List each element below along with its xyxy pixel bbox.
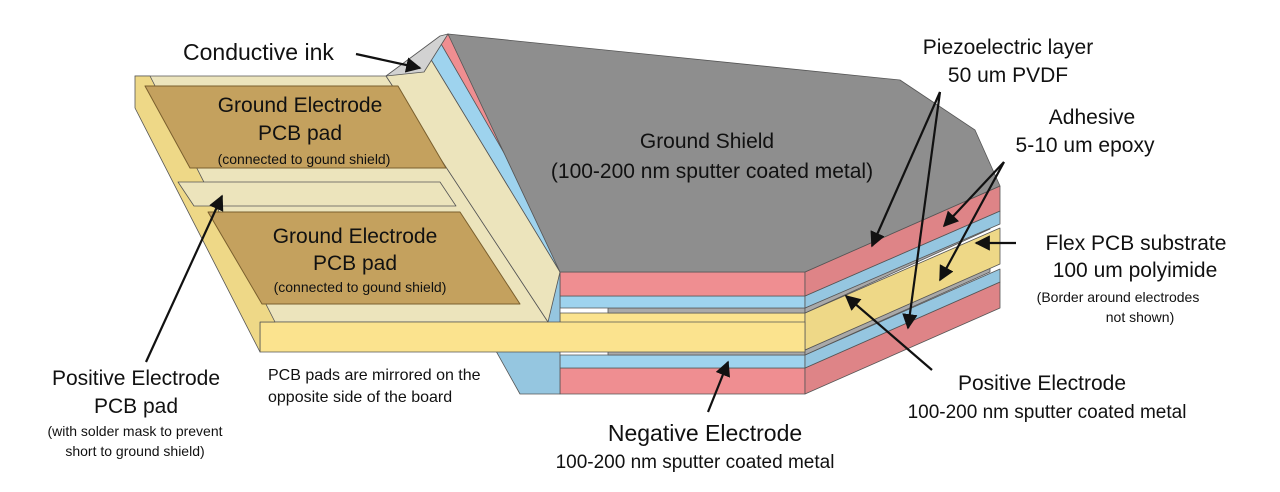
label-negative-electrode: Negative Electrode 100-200 nm sputter co… [556, 420, 835, 473]
label-mirror-note: PCB pads are mirrored on the opposite si… [268, 367, 481, 406]
label-positive-electrode-right: Positive Electrode 100-200 nm sputter co… [908, 372, 1187, 423]
ground-pad-1-line2: PCB pad [258, 122, 342, 145]
positive-pad-note2: short to ground shield) [65, 443, 204, 459]
flex-pcb-line1: Flex PCB substrate [1046, 232, 1227, 255]
label-ground-shield: Ground Shield (100-200 nm sputter coated… [551, 130, 873, 183]
adhesive-line2: 5-10 um epoxy [1016, 134, 1155, 157]
label-piezo: Piezoelectric layer 50 um PVDF [923, 36, 1093, 87]
label-ground-pad-2: Ground Electrode PCB pad (connected to g… [273, 225, 447, 295]
ground-pad-2-line2: PCB pad [313, 252, 397, 275]
arrow-adhesive-top [942, 161, 1005, 228]
ground-pad-1 [144, 85, 447, 169]
ground-pad-2-line1: Ground Electrode [273, 225, 438, 248]
negative-electrode-line2: 100-200 nm sputter coated metal [556, 452, 835, 473]
ground-shield-line2: (100-200 nm sputter coated metal) [551, 160, 873, 183]
ground-pad-2 [207, 211, 521, 305]
positive-pad-line2: PCB pad [94, 395, 178, 418]
ground-shield [447, 33, 1001, 273]
label-ground-pad-1: Ground Electrode PCB pad (connected to g… [218, 94, 391, 167]
flex-pcb-line2: 100 um polyimide [1053, 259, 1218, 282]
pcb-board-front [259, 321, 806, 353]
arrow-negative-electrode [706, 360, 731, 413]
flex-pcb-note2: not shown) [1106, 309, 1174, 325]
pcb-board-left-edge [134, 75, 276, 353]
arrow-piezo-bottom [902, 91, 942, 330]
mirror-note-line1: PCB pads are mirrored on the [268, 367, 481, 384]
mirror-note-line2: opposite side of the board [268, 389, 452, 406]
arrow-piezo-top [870, 91, 942, 248]
piezo-line1: Piezoelectric layer [923, 36, 1093, 59]
conductive-ink-text: Conductive ink [183, 39, 334, 65]
leader-arrows [144, 52, 1016, 413]
ground-shield-line1: Ground Shield [640, 130, 774, 153]
positive-pad-note1: (with solder mask to prevent [47, 423, 222, 439]
label-adhesive: Adhesive 5-10 um epoxy [1016, 106, 1155, 157]
positive-electrode-right-line1: Positive Electrode [958, 372, 1126, 395]
arrow-positive-electrode [844, 294, 933, 371]
label-flex-pcb: Flex PCB substrate 100 um polyimide (Bor… [1037, 232, 1227, 325]
pad-divider [177, 181, 457, 207]
ground-pad-2-note: (connected to gound shield) [274, 279, 447, 295]
ground-pad-1-line1: Ground Electrode [218, 94, 383, 117]
arrow-conductive-ink [355, 52, 422, 73]
positive-pad-line1: Positive Electrode [52, 367, 220, 390]
arrow-adhesive-bottom [939, 161, 1005, 282]
layer-bottom-piezo [559, 281, 1001, 395]
label-conductive-ink: Conductive ink [183, 39, 334, 65]
negative-electrode-line1: Negative Electrode [608, 420, 802, 446]
adhesive-line1: Adhesive [1049, 106, 1135, 129]
arrow-positive-pad [144, 194, 224, 363]
ground-pad-1-note: (connected to gound shield) [218, 151, 391, 167]
flex-pcb-note1: (Border around electrodes [1037, 289, 1200, 305]
label-positive-pad: Positive Electrode PCB pad (with solder … [47, 367, 222, 459]
positive-electrode-right-line2: 100-200 nm sputter coated metal [908, 402, 1187, 423]
piezo-line2: 50 um PVDF [948, 64, 1068, 87]
